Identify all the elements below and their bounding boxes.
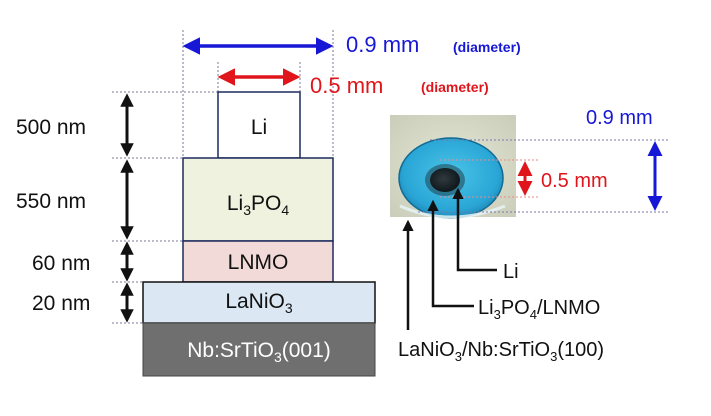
outer-diameter-value: 0.9 mm [346,32,419,57]
device-photo [390,115,516,219]
inner-diameter-value: 0.5 mm [310,73,383,98]
callout-li: Li [503,261,519,283]
thickness-lnmo: 60 nm [32,252,90,275]
inner-diameter-note: (diameter) [421,79,489,95]
layer-li3po4 [182,157,334,242]
photo-inner-label: 0.5 mm [541,170,608,192]
layer-li [217,91,301,159]
layer-li-label: Li [251,116,267,139]
layer-lnmo-label: LNMO [228,251,289,274]
layer-substrate [142,322,376,377]
photo-outer-label: 0.9 mm [586,107,653,129]
thickness-lanio3: 20 nm [32,292,90,315]
thickness-li3po4: 550 nm [16,190,86,213]
layer-lnmo [182,240,334,283]
layer-lanio3 [142,281,376,324]
callout-li3po4-lnmo: Li3PO4/LNMO [478,297,600,322]
callout-lanio3-substrate: LaNiO3/Nb:SrTiO3(100) [398,339,604,364]
layer-lanio3-label: LaNiO3 [225,290,293,316]
outer-diameter-note: (diameter) [453,39,521,55]
callout-arrows [402,187,497,330]
thickness-li: 500 nm [16,116,86,139]
layer-li3po4-label: Li3PO4 [227,192,290,218]
layer-substrate-label: Nb:SrTiO3(001) [187,339,331,365]
